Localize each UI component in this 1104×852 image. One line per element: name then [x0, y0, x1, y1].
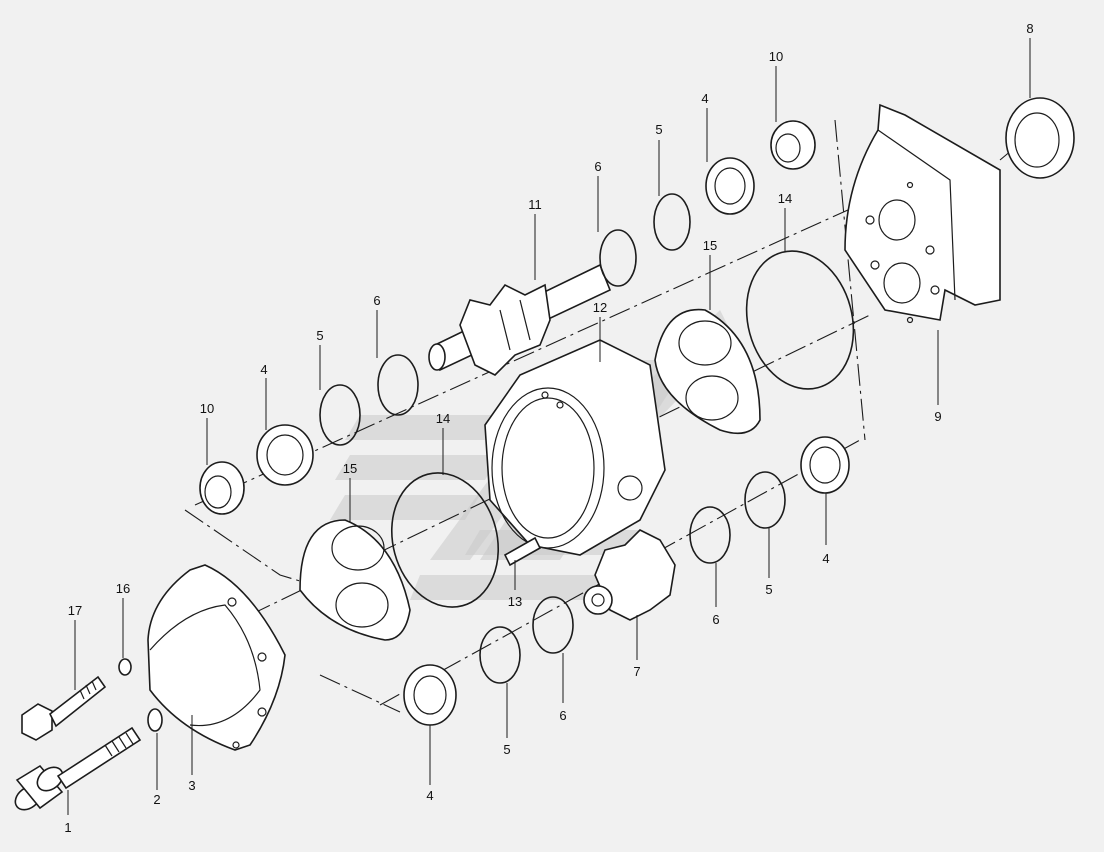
- wear-plate-part-15-lower: [299, 519, 411, 641]
- callout-4-upper-left: 4: [260, 362, 268, 430]
- callout-5-lower: 5: [503, 683, 511, 757]
- svg-text:2: 2: [153, 792, 160, 807]
- callout-labels: 1 2 3 4 4 4 4 5 5 5 5 6 6 6 6 7 8 9 10 1…: [64, 21, 1033, 835]
- svg-text:6: 6: [594, 159, 601, 174]
- callout-6-upper-left: 6: [373, 293, 381, 358]
- callout-13: 13: [508, 560, 522, 609]
- svg-text:13: 13: [508, 594, 522, 609]
- callout-14-upper: 14: [778, 191, 792, 252]
- seal-part-6-right: [689, 506, 731, 564]
- washer-part-16: [118, 658, 132, 676]
- callout-2: 2: [153, 733, 161, 807]
- bearing-part-4-right: [800, 436, 850, 494]
- callout-7: 7: [633, 615, 641, 679]
- callout-4-lower: 4: [426, 725, 434, 803]
- shaft-seal-part-8: [1005, 97, 1075, 179]
- callout-15-lower: 15: [343, 461, 357, 522]
- svg-text:9: 9: [934, 409, 941, 424]
- o-ring-part-14-lower: [390, 472, 500, 608]
- seal-part-5-upper-left: [319, 384, 361, 446]
- callout-10-upper: 10: [769, 49, 783, 122]
- seal-part-6-lower: [532, 596, 574, 654]
- callout-12: 12: [593, 300, 607, 362]
- pump-body-part-12: [484, 339, 666, 556]
- svg-text:4: 4: [260, 362, 267, 377]
- seal-part-5-right: [744, 471, 786, 529]
- svg-text:10: 10: [769, 49, 783, 64]
- callout-10-lower: 10: [200, 401, 214, 465]
- seal-part-6-upper-left: [377, 354, 419, 416]
- svg-text:1: 1: [64, 820, 71, 835]
- svg-text:10: 10: [200, 401, 214, 416]
- callout-8: 8: [1026, 21, 1034, 98]
- svg-text:5: 5: [503, 742, 510, 757]
- bearing-part-4-lower: [403, 664, 457, 726]
- svg-text:11: 11: [528, 197, 542, 212]
- svg-text:7: 7: [633, 664, 640, 679]
- svg-text:4: 4: [701, 91, 708, 106]
- svg-text:14: 14: [436, 411, 450, 426]
- callout-4-right: 4: [822, 493, 830, 566]
- svg-text:15: 15: [703, 238, 717, 253]
- seal-part-5-lower: [479, 626, 521, 684]
- svg-text:6: 6: [712, 612, 719, 627]
- svg-text:5: 5: [655, 122, 662, 137]
- svg-text:14: 14: [778, 191, 792, 206]
- callout-15-upper: 15: [703, 238, 717, 310]
- socket-screw-part-1: [14, 726, 142, 811]
- rear-flange-part-9: [844, 103, 1001, 324]
- svg-text:5: 5: [765, 582, 772, 597]
- svg-text:4: 4: [426, 788, 433, 803]
- callout-11: 11: [528, 197, 542, 280]
- o-ring-part-14-upper: [745, 250, 855, 390]
- svg-text:4: 4: [822, 551, 829, 566]
- svg-text:8: 8: [1026, 21, 1033, 36]
- callout-5-right: 5: [765, 528, 773, 597]
- bushing-part-10-lower: [199, 461, 245, 515]
- callout-17: 17: [68, 603, 82, 690]
- svg-text:15: 15: [343, 461, 357, 476]
- callout-5-upper-left: 5: [316, 328, 324, 390]
- bearing-part-4-upper-right: [705, 157, 755, 215]
- callout-1: 1: [64, 790, 72, 835]
- callout-14-lower: 14: [436, 411, 450, 475]
- callout-6-lower: 6: [559, 653, 567, 723]
- drive-gear-part-11: [428, 263, 612, 376]
- seal-part-5-upper-right: [653, 193, 691, 251]
- callout-9: 9: [934, 330, 942, 424]
- wear-plate-part-15-upper: [654, 308, 761, 435]
- bearing-part-4-upper-left: [256, 424, 314, 486]
- svg-text:6: 6: [373, 293, 380, 308]
- driven-gear-part-7: [583, 529, 676, 621]
- svg-text:6: 6: [559, 708, 566, 723]
- callout-4-upper-right: 4: [701, 91, 709, 162]
- hex-bolt-part-17: [21, 675, 107, 741]
- callout-6-upper-right: 6: [594, 159, 602, 232]
- svg-text:12: 12: [593, 300, 607, 315]
- svg-text:5: 5: [316, 328, 323, 343]
- front-cover-part-3: [147, 564, 286, 751]
- bushing-part-10-upper: [770, 120, 816, 170]
- seal-part-6-upper-right: [599, 229, 637, 287]
- callout-3: 3: [188, 715, 196, 793]
- washer-part-2: [147, 708, 163, 732]
- svg-text:3: 3: [188, 778, 195, 793]
- svg-text:16: 16: [116, 581, 130, 596]
- callout-5-upper-right: 5: [655, 122, 663, 196]
- callout-6-right: 6: [712, 563, 720, 627]
- svg-text:17: 17: [68, 603, 82, 618]
- callout-16: 16: [116, 581, 130, 658]
- dowel-pin-part-13: [503, 536, 542, 567]
